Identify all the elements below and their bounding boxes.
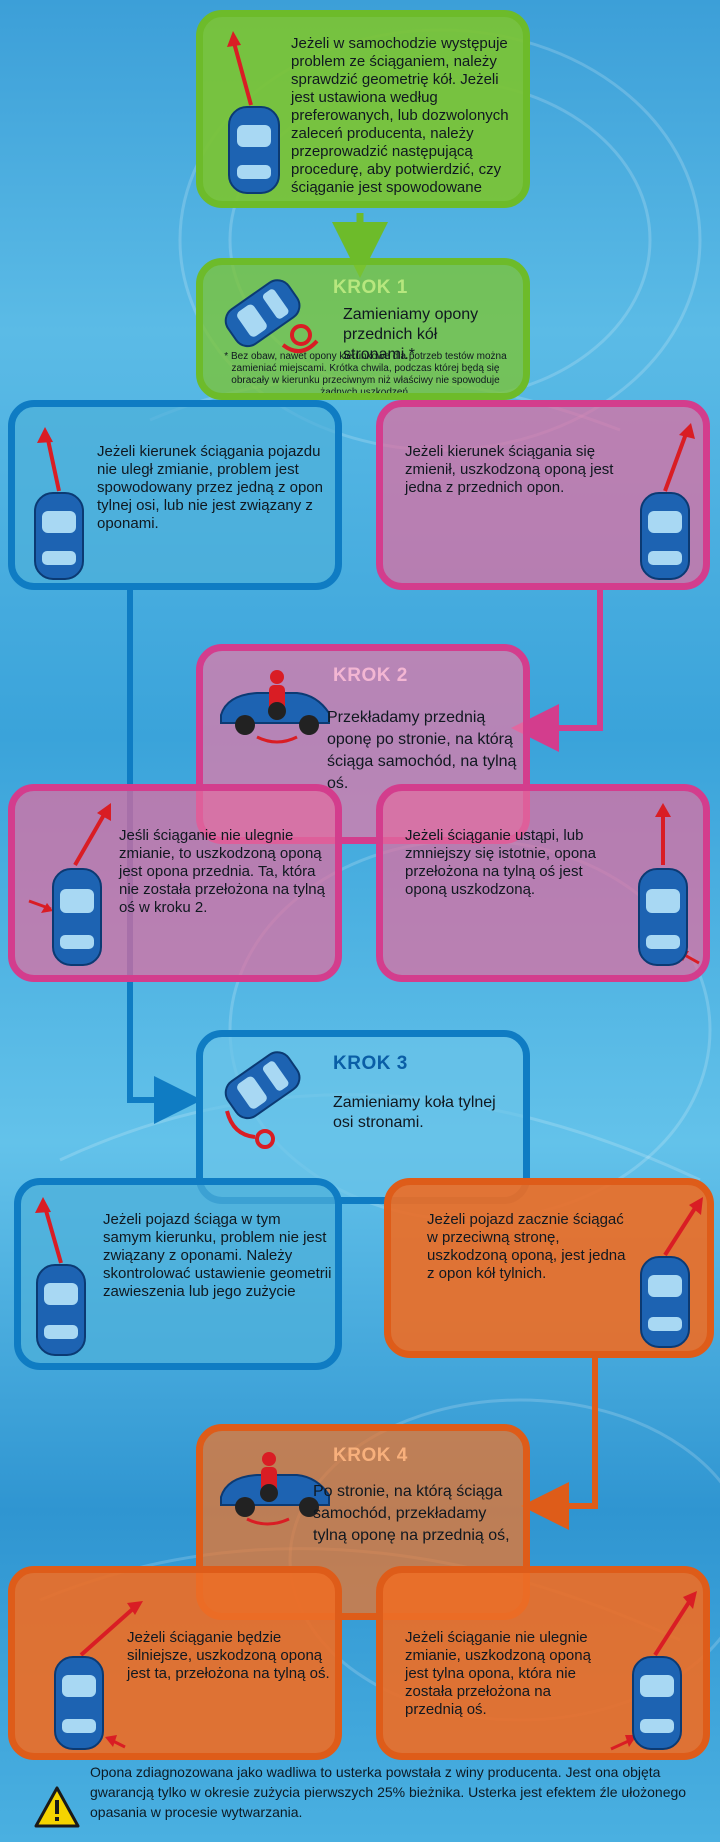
- outcome-s4-right-text: Jeżeli ściąganie nie ulegnie zmianie, us…: [405, 1629, 591, 1718]
- step-3-text: Zamieniamy koła tylnej osi stronami.: [333, 1094, 496, 1131]
- step-1-note: * Bez obaw, nawet opony kierunkowe dla p…: [224, 351, 507, 398]
- outcome-s4-left: Jeżeli ściąganie będzie silniejsze, uszk…: [8, 1566, 342, 1760]
- car-top-icon: [35, 1197, 86, 1356]
- step-2-text: Przekładamy przednią oponę po stronie, n…: [327, 709, 517, 792]
- pull-arrow-icon: [653, 1597, 693, 1657]
- outcome-s4-right: Jeżeli ściąganie nie ulegnie zmianie, us…: [376, 1566, 710, 1760]
- step-1-text: Zamieniamy opony przednich kół stronami.…: [343, 306, 479, 363]
- outcome-s1-right: Jeżeli kierunek ściągania się zmienił, u…: [376, 400, 710, 590]
- car-top-icon: [610, 1591, 697, 1751]
- pull-arrow-icon: [45, 434, 61, 492]
- pull-arrow-icon: [43, 1206, 63, 1264]
- step-1-box: KROK 1 Zamieniamy opony przednich kół st…: [196, 258, 530, 400]
- outcome-s4-left-text: Jeżeli ściąganie będzie silniejsze, uszk…: [127, 1629, 330, 1682]
- outcome-s2-right: Jeżeli ściąganie ustąpi, lub zmniejszy s…: [376, 784, 710, 982]
- outcome-s1-left-text: Jeżeli kierunek ściągania pojazdu nie ul…: [97, 443, 323, 532]
- outcome-s1-right-text: Jeżeli kierunek ściągania się zmienił, u…: [405, 443, 614, 496]
- step-4-title: KROK 4: [333, 1445, 408, 1466]
- tire-swap-icon: [224, 1051, 301, 1149]
- pull-arrow-icon: [73, 812, 107, 866]
- car-top-icon: [638, 803, 700, 966]
- intro-box: Jeżeli w samochodzie występuje problem z…: [196, 10, 530, 208]
- car-top-icon: [28, 803, 111, 966]
- footer-text: Opona zdiagnozowana jako wadliwa to uste…: [90, 1764, 687, 1820]
- outcome-s1-left: Jeżeli kierunek ściągania pojazdu nie ul…: [8, 400, 342, 590]
- person-tire-icon: [220, 1452, 330, 1526]
- footer-warning: Opona zdiagnozowana jako wadliwa to uste…: [0, 1760, 720, 1842]
- outcome-s3-right: Jeżeli pojazd zacznie ściągać w przeciwn…: [384, 1178, 714, 1358]
- car-top-icon: [34, 427, 84, 580]
- pull-arrow-icon: [663, 430, 689, 492]
- car-top-icon: [227, 31, 280, 194]
- car-top-icon: [640, 1197, 703, 1348]
- outcome-s3-left-text: Jeżeli pojazd ściąga w tym samym kierunk…: [103, 1211, 332, 1300]
- warning-icon: [34, 1786, 80, 1828]
- outcome-s3-right-text: Jeżeli pojazd zacznie ściągać w przeciwn…: [427, 1211, 626, 1282]
- person-tire-icon: [220, 670, 330, 744]
- pull-arrow-icon: [663, 1203, 699, 1257]
- outcome-s2-right-text: Jeżeli ściąganie ustąpi, lub zmniejszy s…: [405, 827, 596, 898]
- car-top-icon: [54, 1601, 143, 1750]
- step-1-title: KROK 1: [333, 277, 408, 298]
- step-4-text: Po stronie, na którą ściąga samochód, pr…: [313, 1483, 510, 1544]
- outcome-s2-left-text: Jeśli ściąganie nie ulegnie zmianie, to …: [119, 827, 325, 916]
- step-3-title: KROK 3: [333, 1053, 408, 1074]
- outcome-s3-left: Jeżeli pojazd ściąga w tym samym kierunk…: [14, 1178, 342, 1370]
- outcome-s2-left: Jeśli ściąganie nie ulegnie zmianie, to …: [8, 784, 342, 982]
- car-top-icon: [640, 423, 695, 580]
- pull-arrow-icon: [231, 38, 253, 106]
- step-2-title: KROK 2: [333, 665, 408, 686]
- intro-text: Jeżeli w samochodzie występuje problem z…: [291, 35, 509, 208]
- tire-swap-icon: [224, 279, 319, 353]
- pull-arrow-icon: [79, 1605, 137, 1657]
